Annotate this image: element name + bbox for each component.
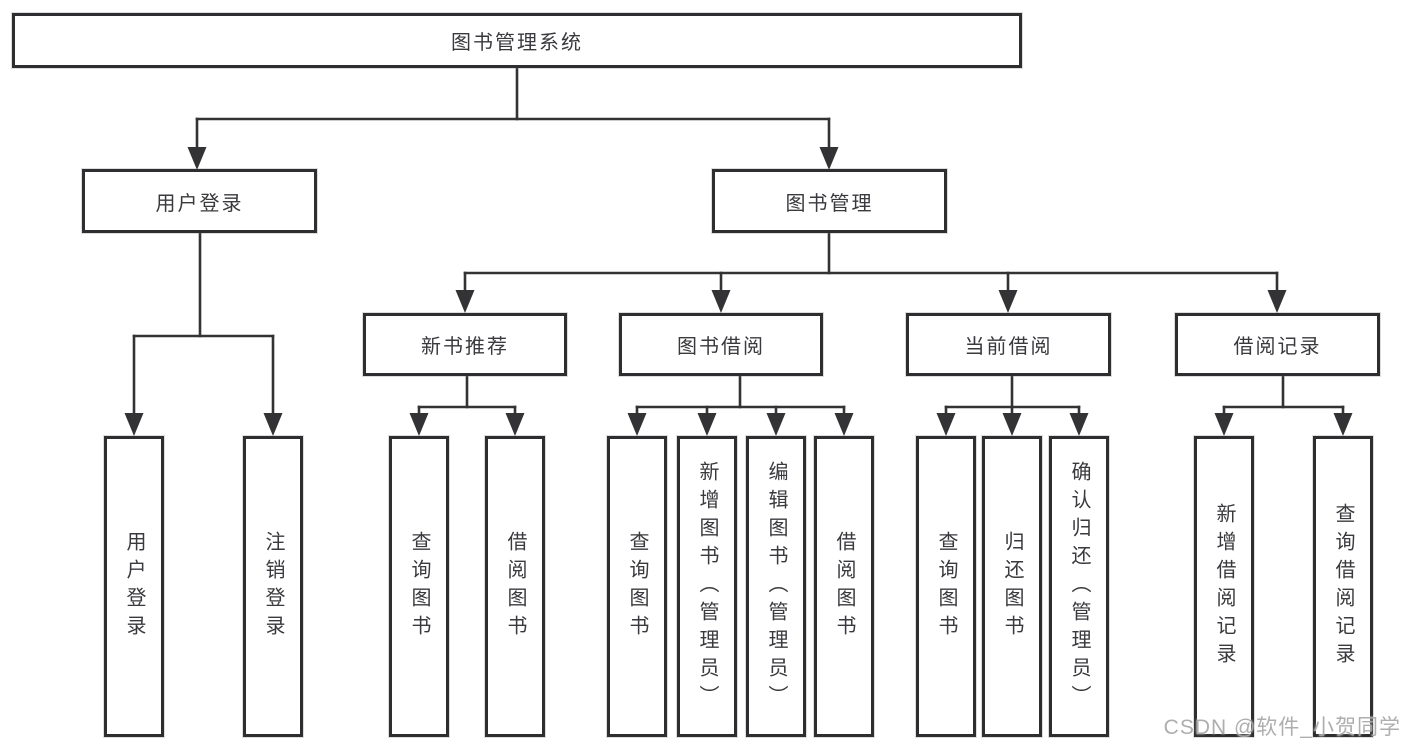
- leaf-borrow-books-recommend-label: 借阅图书: [504, 530, 526, 643]
- node-book-management: 图书管理: [712, 169, 947, 233]
- node-book-management-label: 图书管理: [785, 192, 874, 215]
- leaf-add-book-admin-label: 新增图书（管理员）: [696, 460, 718, 713]
- leaf-borrow-books-label: 借阅图书: [833, 530, 855, 643]
- leaf-user-login-label: 用户登录: [123, 530, 145, 643]
- leaf-query-books-recommend-label: 查询图书: [408, 530, 430, 643]
- leaf-query-books-current-label: 查询图书: [935, 530, 957, 643]
- node-user-login: 用户登录: [82, 169, 317, 233]
- leaf-query-books-recommend: 查询图书: [389, 436, 449, 737]
- leaf-confirm-return-admin: 确认归还（管理员）: [1049, 436, 1109, 737]
- leaf-add-borrow-record: 新增借阅记录: [1194, 436, 1254, 737]
- leaf-return-book: 归还图书: [982, 436, 1042, 737]
- leaf-borrow-books: 借阅图书: [814, 436, 874, 737]
- leaf-logout-label: 注销登录: [262, 530, 284, 643]
- leaf-confirm-return-admin-label: 确认归还（管理员）: [1068, 460, 1090, 713]
- node-book-borrow: 图书借阅: [619, 313, 823, 376]
- node-borrow-records: 借阅记录: [1175, 313, 1380, 376]
- leaf-edit-book-admin-label: 编辑图书（管理员）: [765, 460, 787, 713]
- leaf-query-books-borrow-label: 查询图书: [626, 530, 648, 643]
- node-borrow-records-label: 借阅记录: [1233, 336, 1322, 358]
- leaf-query-borrow-record: 查询借阅记录: [1313, 436, 1373, 737]
- node-current-borrow-label: 当前借阅: [964, 336, 1053, 358]
- leaf-logout: 注销登录: [243, 436, 303, 737]
- leaf-user-login: 用户登录: [104, 436, 164, 737]
- watermark: CSDN @软件_小贺同学: [1163, 716, 1401, 739]
- node-new-book-recommend: 新书推荐: [363, 313, 567, 376]
- node-root: 图书管理系统: [12, 13, 1022, 68]
- leaf-query-borrow-record-label: 查询借阅记录: [1332, 502, 1354, 671]
- leaf-query-books-borrow: 查询图书: [607, 436, 667, 737]
- leaf-query-books-current: 查询图书: [916, 436, 976, 737]
- leaf-return-book-label: 归还图书: [1001, 530, 1023, 643]
- node-new-book-recommend-label: 新书推荐: [421, 336, 509, 358]
- leaf-borrow-books-recommend: 借阅图书: [485, 436, 545, 737]
- node-root-label: 图书管理系统: [451, 32, 583, 54]
- node-current-borrow: 当前借阅: [906, 313, 1111, 376]
- leaf-add-book-admin: 新增图书（管理员）: [677, 436, 737, 737]
- node-book-borrow-label: 图书借阅: [677, 336, 765, 358]
- leaf-add-borrow-record-label: 新增借阅记录: [1213, 502, 1235, 671]
- leaf-edit-book-admin: 编辑图书（管理员）: [746, 436, 806, 737]
- node-user-login-label: 用户登录: [155, 192, 244, 215]
